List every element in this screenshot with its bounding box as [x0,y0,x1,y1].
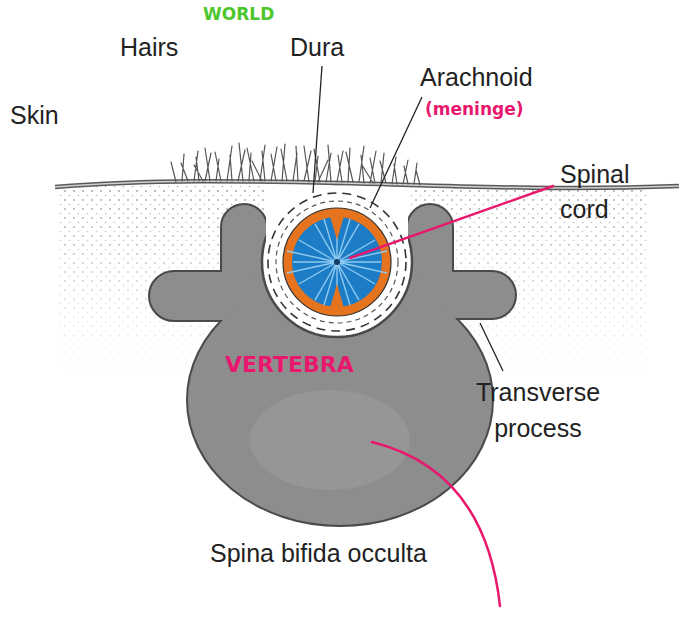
spinal-cord-outer [283,208,391,316]
arachnoid-leader [370,97,422,208]
part-label: Arachnoid [420,62,533,92]
part-label: Dura [290,32,344,62]
part-label: WORLD [203,4,274,24]
part-label: Transverse process [463,374,613,447]
vertebra-body [150,205,515,525]
central-canal [334,259,340,265]
cord-fissure [330,216,344,308]
hair-strands [171,143,420,185]
transverse-leader [480,323,503,371]
part-label: Skin [10,100,59,130]
vertebra-outline [150,205,515,525]
dura-leader [313,66,322,193]
part-label: (meninge) [425,99,524,119]
spinal-cord-pointer [350,186,553,258]
part-label: Hairs [120,32,178,62]
figure-caption: Spina bifida occulta [210,538,427,568]
part-label: VERTEBRA [225,352,354,378]
vertebra-shading [250,390,410,490]
part-label: Spinal cord [560,157,660,227]
arachnoid-membrane [276,201,398,323]
spinal-canal [262,187,412,337]
dura-membrane [268,193,406,331]
vertebra-pointer [372,442,500,606]
